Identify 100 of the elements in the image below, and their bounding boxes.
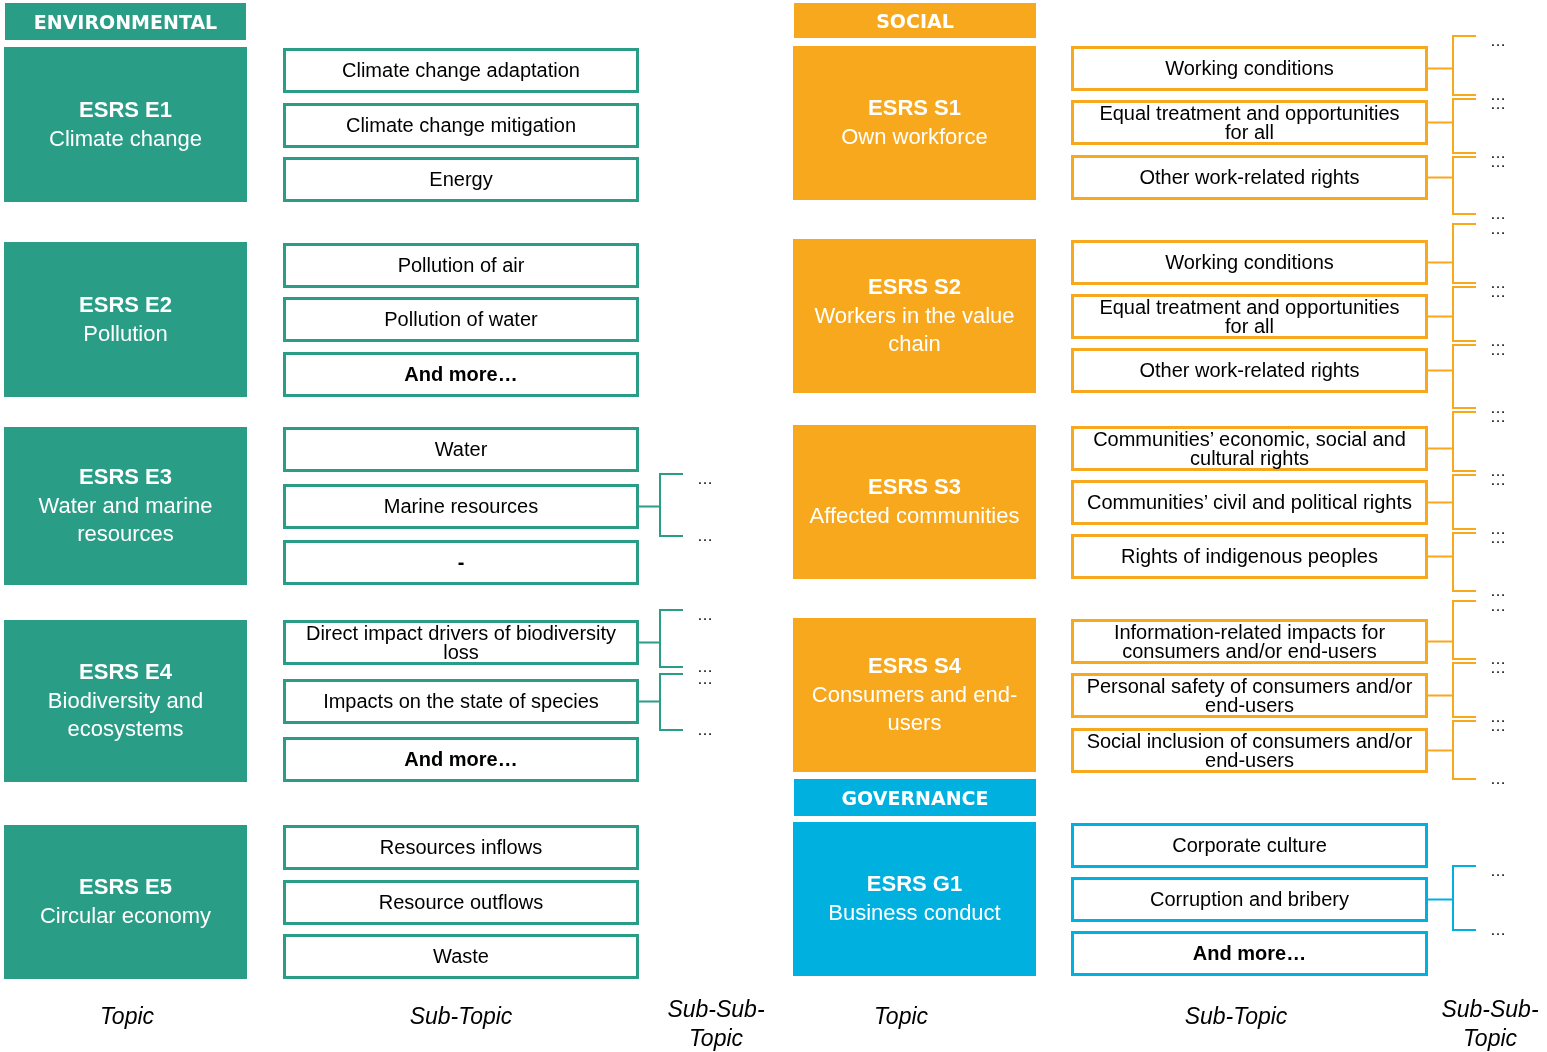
ellipsis: … xyxy=(1490,36,1506,46)
topic-box xyxy=(793,822,1036,976)
topic-code: ESRS E1 xyxy=(79,95,172,124)
subtopic-label: Corporate culture xyxy=(1172,836,1327,855)
ellipsis: … xyxy=(1490,148,1506,158)
subtopic-box xyxy=(1071,240,1428,285)
category-banner xyxy=(5,3,246,40)
subtopic-box xyxy=(283,484,639,529)
subtopic-label: Climate change mitigation xyxy=(345,116,577,135)
subtopic-box xyxy=(283,934,639,979)
subtopic-label: Working conditions xyxy=(1165,253,1334,272)
subtopic-box xyxy=(283,243,639,288)
subtopic-box xyxy=(283,540,639,585)
ellipsis: … xyxy=(1490,586,1506,596)
topic-box xyxy=(4,825,247,979)
category-label: SOCIAL xyxy=(876,9,954,32)
subtopic-label: Waste xyxy=(433,947,489,966)
category-label: GOVERNANCE xyxy=(841,786,989,809)
subtopic-box xyxy=(283,297,639,342)
topic-box xyxy=(793,618,1036,772)
topic-code: ESRS G1 xyxy=(866,870,963,899)
ellipsis: … xyxy=(697,725,713,735)
subtopic-label: Water xyxy=(434,440,488,459)
ellipsis: … xyxy=(697,662,713,672)
subtopic-box xyxy=(1071,877,1428,922)
topic-name: Water and marine resources xyxy=(37,491,214,549)
subtopic-box xyxy=(1071,426,1428,471)
topic-code: ESRS E5 xyxy=(79,873,172,902)
subtopic-box xyxy=(283,825,639,870)
subtopic-label: Equal treatment and opportunities for all xyxy=(1098,103,1401,142)
ellipsis: … xyxy=(1490,209,1506,219)
topic-code: ESRS S4 xyxy=(868,652,961,681)
subtopic-box xyxy=(1071,931,1428,976)
subtopic-box xyxy=(283,880,639,925)
topic-box xyxy=(4,620,247,782)
ellipsis: … xyxy=(1490,466,1506,476)
topic-name: Circular economy xyxy=(39,902,212,930)
subtopic-label: Climate change adaptation xyxy=(342,61,580,80)
subtopic-label: Resources inflows xyxy=(379,838,543,857)
subtopic-box xyxy=(283,679,639,724)
ellipsis: … xyxy=(1490,774,1506,784)
ellipsis: … xyxy=(697,674,713,684)
subtopic-box xyxy=(1071,673,1428,718)
subtopic-box xyxy=(1071,294,1428,339)
ellipsis: … xyxy=(1490,403,1506,413)
subtopic-label: Resource outflows xyxy=(378,893,544,912)
subtopic-box xyxy=(1071,728,1428,773)
subtopic-label: Social inclusion of consumers and/or end-users xyxy=(1086,731,1413,770)
ellipsis: … xyxy=(1490,925,1506,935)
subtopic-label: Marine resources xyxy=(383,497,539,516)
subtopic-box xyxy=(1071,480,1428,525)
column-label: Sub-Topic xyxy=(1183,1002,1289,1031)
ellipsis: … xyxy=(1490,278,1506,288)
ellipsis: … xyxy=(1490,601,1506,611)
topic-code: ESRS E4 xyxy=(79,658,172,687)
subtopic-label: Communities’ civil and political rights xyxy=(1087,493,1412,512)
subtopic-box xyxy=(1071,534,1428,579)
subtopic-box xyxy=(1071,348,1428,393)
topic-name: Own workforce xyxy=(841,123,988,151)
ellipsis: … xyxy=(697,610,713,620)
subtopic-box xyxy=(1071,46,1428,91)
subtopic-label: And more… xyxy=(404,750,518,769)
ellipsis: … xyxy=(1490,224,1506,234)
ellipsis: … xyxy=(1490,654,1506,664)
subtopic-label: Corruption and bribery xyxy=(1150,890,1349,909)
category-banner xyxy=(794,3,1036,38)
topic-name: Affected communities xyxy=(809,502,1020,530)
ellipsis: … xyxy=(697,474,713,484)
column-label: Topic xyxy=(872,1002,930,1031)
subtopic-label: Working conditions xyxy=(1165,59,1334,78)
subtopic-box xyxy=(1071,823,1428,868)
topic-name: Business conduct xyxy=(828,899,1001,927)
topic-box xyxy=(793,46,1036,200)
ellipsis: … xyxy=(1490,712,1506,722)
subtopic-label: Information-related impacts for consumers and/or end-users xyxy=(1112,622,1387,661)
subtopic-box xyxy=(283,427,639,472)
topic-code: ESRS S1 xyxy=(868,94,961,123)
column-label: Sub-Topic xyxy=(408,1002,514,1031)
topic-code: ESRS S2 xyxy=(868,273,961,302)
ellipsis: … xyxy=(1490,336,1506,346)
subtopic-label: Direct impact drivers of biodiversity loss xyxy=(304,623,618,662)
ellipsis: … xyxy=(697,531,713,541)
topic-code: ESRS E3 xyxy=(79,463,172,492)
topic-name: Climate change xyxy=(49,124,202,153)
topic-name: Pollution xyxy=(83,319,168,348)
subtopic-label: Communities’ economic, social and cultural rights xyxy=(1092,429,1407,468)
subtopic-label: Impacts on the state of species xyxy=(323,692,599,711)
subtopic-box xyxy=(283,737,639,782)
subtopic-box xyxy=(283,620,639,665)
ellipsis: … xyxy=(1490,866,1506,876)
ellipsis: … xyxy=(1490,524,1506,534)
subtopic-box xyxy=(283,103,639,148)
subtopic-label: - xyxy=(457,553,465,572)
column-label: Topic xyxy=(98,1002,156,1031)
subtopic-box xyxy=(283,48,639,93)
topic-code: ESRS E2 xyxy=(79,290,172,319)
topic-name: Consumers and end-users xyxy=(810,680,1019,738)
column-label: Sub-Sub-Topic xyxy=(666,995,766,1052)
category-banner xyxy=(794,779,1036,816)
subtopic-box xyxy=(1071,619,1428,664)
